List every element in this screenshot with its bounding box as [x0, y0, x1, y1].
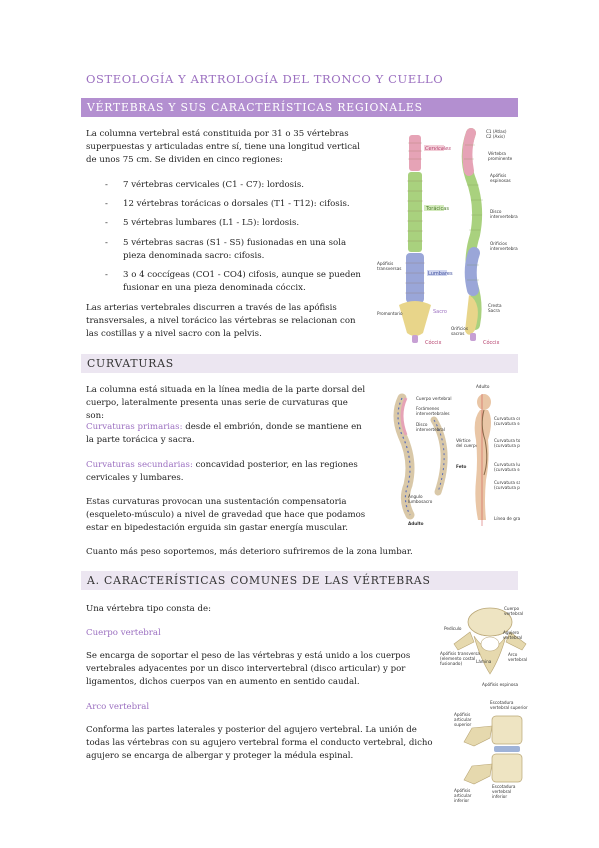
svg-text:Escotadura: Escotadura	[490, 700, 514, 705]
svg-text:Promontorio: Promontorio	[377, 311, 403, 316]
svg-text:Agujero: Agujero	[503, 630, 520, 635]
svg-text:prominente: prominente	[488, 156, 513, 161]
cuerpo-vertebral-text: Se encarga de soportar el peso de las vé…	[86, 651, 411, 688]
vertebras-intro: La columna vertebral está constituida po…	[86, 129, 360, 166]
svg-text:fusionado): fusionado)	[440, 661, 462, 666]
svg-text:(elemento costal: (elemento costal	[440, 656, 475, 661]
compensation-paragraph: Estas curvaturas provocan una sustentaci…	[86, 497, 366, 534]
curvaturas-intro: La columna está situada en la línea medi…	[86, 385, 366, 422]
svg-text:Cervicales: Cervicales	[425, 146, 451, 152]
svg-text:Vértice: Vértice	[456, 438, 471, 443]
svg-text:Forámenes: Forámenes	[416, 406, 439, 411]
svg-text:Adulto: Adulto	[408, 521, 424, 526]
primary-curvatures: Curvaturas primarias: desde el embrión, …	[86, 421, 368, 447]
svg-text:C2 (Axis): C2 (Axis)	[486, 134, 505, 139]
svg-text:Apófisis transversa: Apófisis transversa	[440, 651, 480, 656]
svg-text:Cuerpo: Cuerpo	[504, 606, 520, 611]
svg-text:vertebral: vertebral	[503, 635, 522, 640]
svg-text:Adulto: Adulto	[476, 384, 490, 389]
svg-text:vertebral: vertebral	[504, 611, 523, 616]
document-title: OSTEOLOGÍA Y ARTROLOGÍA DEL TRONCO Y CUE…	[86, 72, 444, 86]
svg-text:Orificios: Orificios	[451, 326, 468, 331]
svg-text:intervertebrales: intervertebrales	[416, 411, 450, 416]
primary-text: desde el embrión, donde se mantiene en l…	[86, 422, 362, 446]
svg-text:Ángulo: Ángulo	[408, 494, 423, 499]
svg-text:Cóccix: Cóccix	[425, 339, 441, 346]
primary-term: Curvaturas primarias:	[86, 422, 183, 432]
arco-vertebral-text: Conforma las partes laterales y posterio…	[86, 725, 433, 762]
svg-text:transversas: transversas	[377, 266, 401, 271]
svg-text:Curvatura lumbar: Curvatura lumbar	[494, 462, 520, 467]
svg-text:Cóccix: Cóccix	[483, 339, 499, 346]
svg-text:Lámina: Lámina	[476, 659, 492, 664]
section-heading-comunes: A. CARACTERÍSTICAS COMUNES DE LAS VÉRTEB…	[81, 571, 518, 590]
svg-text:articular: articular	[454, 717, 472, 722]
svg-text:(curvatura secundaria): (curvatura secundaria)	[494, 467, 520, 472]
svg-text:Lumbares: Lumbares	[428, 271, 453, 277]
secondary-term: Curvaturas secundarias:	[86, 460, 193, 470]
svg-text:vertebral: vertebral	[492, 789, 511, 794]
arteries-paragraph: Las arterias vertebrales discurren a tra…	[86, 303, 356, 340]
vertebra-top-figure: Cuerpo vertebral Pedículo Agujero verteb…	[440, 600, 530, 692]
svg-text:Apófisis espinosa: Apófisis espinosa	[482, 682, 519, 687]
svg-text:Apófisis: Apófisis	[490, 173, 506, 178]
svg-text:Arco: Arco	[508, 652, 518, 657]
list-item: 7 vértebras cervicales (C1 - C7): lordos…	[105, 179, 367, 192]
svg-text:(curvatura primaria): (curvatura primaria)	[494, 443, 520, 448]
svg-text:vertebral superior: vertebral superior	[490, 705, 528, 710]
svg-text:Torácicas: Torácicas	[425, 205, 449, 212]
cuerpo-vertebral-title: Cuerpo vertebral	[86, 628, 161, 638]
svg-text:Sacra: Sacra	[488, 308, 500, 313]
svg-text:Pedículo: Pedículo	[444, 626, 462, 631]
list-item: 3 o 4 coccígeas (CO1 - CO4) cifosis, aun…	[105, 269, 367, 295]
svg-text:intervertebral: intervertebral	[416, 427, 445, 432]
svg-text:Disco: Disco	[490, 209, 502, 214]
secondary-text: concavidad posterior, en las regiones ce…	[86, 460, 358, 484]
curvatures-figure: Cuerpo vertebral Forámenes intervertebra…	[372, 380, 520, 530]
svg-text:(curvatura secundaria): (curvatura secundaria)	[494, 421, 520, 426]
svg-text:(curvatura primaria): (curvatura primaria)	[494, 485, 520, 490]
svg-text:vertebral: vertebral	[508, 657, 527, 662]
svg-text:Curvatura cervical: Curvatura cervical	[494, 416, 520, 421]
svg-text:Curvatura sacrococcígea: Curvatura sacrococcígea	[494, 480, 520, 485]
svg-text:C1 (Atlas): C1 (Atlas)	[486, 129, 507, 134]
svg-text:lumbosacro: lumbosacro	[408, 499, 433, 504]
list-item: 12 vértebras torácicas o dorsales (T1 - …	[105, 198, 367, 211]
svg-text:intervertebrales: intervertebrales	[490, 246, 518, 251]
svg-text:Línea de gravedad: Línea de gravedad	[494, 516, 520, 521]
spine-figure: Cervicales Torácicas Lumbares Sacro Cócc…	[375, 125, 518, 348]
svg-text:articular: articular	[454, 793, 472, 798]
secondary-curvatures: Curvaturas secundarias: concavidad poste…	[86, 459, 368, 485]
svg-text:superior: superior	[454, 722, 472, 727]
svg-text:Disco: Disco	[416, 422, 428, 427]
svg-text:intervertebral: intervertebral	[490, 214, 518, 219]
svg-text:Orificios: Orificios	[490, 241, 507, 246]
regions-list: 7 vértebras cervicales (C1 - C7): lordos…	[105, 179, 367, 301]
list-item: 5 vértebras sacras (S1 - S5) fusionadas …	[105, 237, 367, 263]
svg-text:sacros: sacros	[451, 331, 464, 336]
comunes-intro: Una vértebra tipo consta de:	[86, 604, 212, 614]
svg-text:inferior: inferior	[454, 798, 469, 803]
svg-text:Apófisis: Apófisis	[377, 261, 393, 266]
svg-text:del cuerpo: del cuerpo	[456, 443, 479, 448]
arco-vertebral-title: Arco vertebral	[86, 702, 150, 712]
weight-paragraph: Cuanto más peso soportemos, más deterior…	[86, 547, 413, 557]
svg-text:Cuerpo vertebral: Cuerpo vertebral	[416, 396, 452, 401]
section-heading-vertebras: VÉRTEBRAS Y SUS CARACTERÍSTICAS REGIONAL…	[81, 98, 518, 117]
svg-text:Apófisis: Apófisis	[454, 788, 470, 793]
svg-text:Vértebra: Vértebra	[488, 151, 506, 156]
svg-text:Sacro: Sacro	[433, 309, 447, 315]
section-heading-curvaturas: CURVATURAS	[81, 354, 518, 373]
svg-text:Cresta: Cresta	[488, 303, 502, 308]
svg-text:Apófisis: Apófisis	[454, 712, 470, 717]
svg-text:Feto: Feto	[456, 464, 467, 469]
svg-text:Curvatura torácica: Curvatura torácica	[494, 438, 520, 443]
list-item: 5 vértebras lumbares (L1 - L5): lordosis…	[105, 217, 367, 230]
svg-text:inferior: inferior	[492, 794, 507, 799]
svg-text:Escotadura: Escotadura	[492, 784, 516, 789]
svg-text:espinosas: espinosas	[490, 178, 511, 183]
vertebra-side-figure: Escotadura vertebral superior Apófisis a…	[440, 698, 535, 808]
